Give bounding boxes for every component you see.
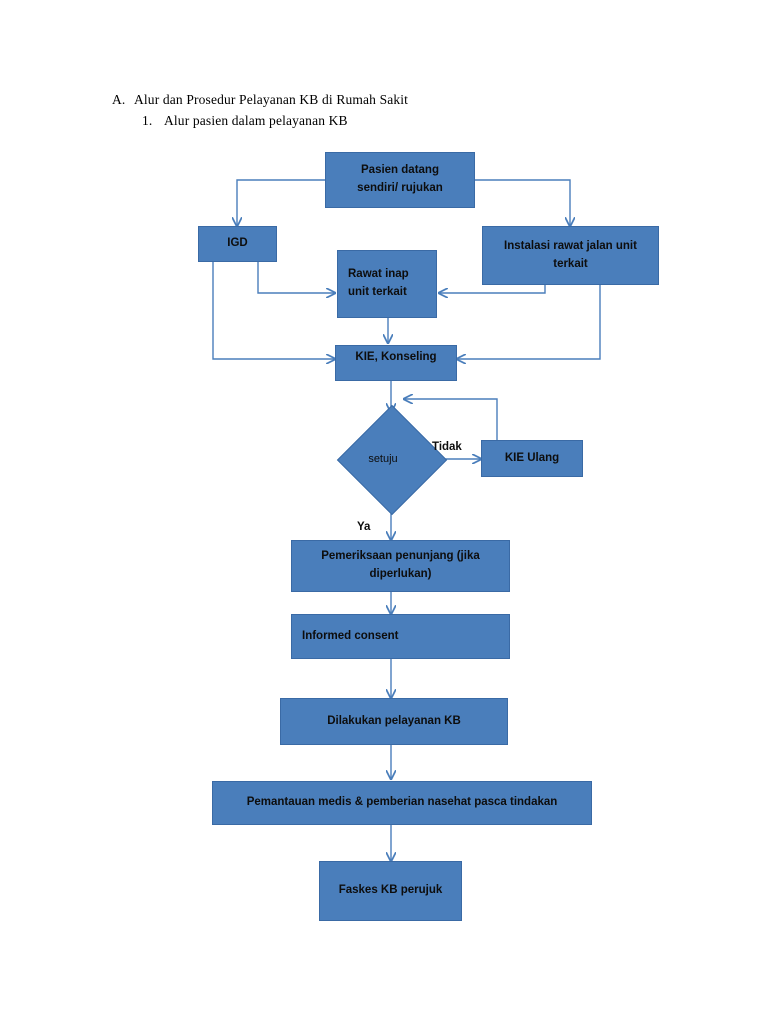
node-pasien-datang-line2: sendiri/ rujukan [357,182,443,194]
node-dilakukan-pelayanan-label: Dilakukan pelayanan KB [327,714,461,727]
edge-pasien-to-instalasi [475,179,570,226]
node-dilakukan-pelayanan[interactable]: Dilakukan pelayanan KB [280,698,508,745]
node-instalasi-line1: Instalasi rawat jalan unit [504,239,637,252]
document-heading-block: A. Alur dan Prosedur Pelayanan KB di Rum… [112,90,672,132]
heading-label: Alur dan Prosedur Pelayanan KB di Rumah … [134,92,409,107]
node-pemantauan-medis-label: Pemantauan medis & pemberian nasehat pas… [246,796,558,809]
heading-item-1: 1. Alur pasien dalam pelayanan KB [142,111,672,132]
node-pemeriksaan-penunjang[interactable]: Pemeriksaan penunjang (jika diperlukan) [291,540,510,592]
node-pemantauan-medis[interactable]: Pemantauan medis & pemberian nasehat pas… [212,781,592,825]
edge-igd-to-rawat-inap [257,262,335,293]
edge-instalasi-to-kie [457,285,601,359]
node-instalasi-rawat-jalan[interactable]: Instalasi rawat jalan unit terkait [482,226,659,285]
edge-pasien-to-igd [237,179,325,226]
node-informed-consent-label: Informed consent [302,629,399,642]
edge-label-ya: Ya [357,521,371,533]
node-instalasi-line2: terkait [553,257,588,270]
edge-instalasi-to-rawat-inap [439,285,546,293]
node-rawat-inap[interactable]: Rawat inap unit terkait [337,250,437,318]
node-pemeriksaan-line1: Pemeriksaan penunjang (jika [321,550,480,563]
node-igd-label: IGD [227,237,248,250]
node-kie-ulang[interactable]: KIE Ulang [481,440,583,477]
node-pasien-datang-line1: Pasien datang [361,164,439,177]
node-rawat-inap-line1: Rawat inap [348,268,409,281]
heading-label: Alur pasien dalam pelayanan KB [164,112,348,128]
node-pemeriksaan-line2: diperlukan) [369,568,432,580]
heading-marker: 1. [142,112,153,128]
heading-item-a: A. Alur dan Prosedur Pelayanan KB di Rum… [112,90,672,111]
node-setuju-label: setuju [368,453,398,465]
node-igd[interactable]: IGD [198,226,277,262]
edge-igd-to-kie [212,262,335,359]
edge-label-tidak: Tidak [432,441,462,453]
node-kie-konseling[interactable]: KIE, Konseling [335,345,457,381]
node-kie-ulang-label: KIE Ulang [504,451,560,464]
node-faskes-perujuk[interactable]: Faskes KB perujuk [319,861,462,921]
node-kie-konseling-label: KIE, Konseling [355,351,437,363]
heading-marker: A. [112,92,126,107]
node-setuju-decision[interactable]: setuju [336,404,448,516]
node-rawat-inap-line2: unit terkait [348,286,407,298]
node-informed-consent[interactable]: Informed consent [291,614,510,659]
node-faskes-perujuk-label: Faskes KB perujuk [338,884,443,897]
node-pasien-datang[interactable]: Pasien datang sendiri/ rujukan [325,152,475,208]
